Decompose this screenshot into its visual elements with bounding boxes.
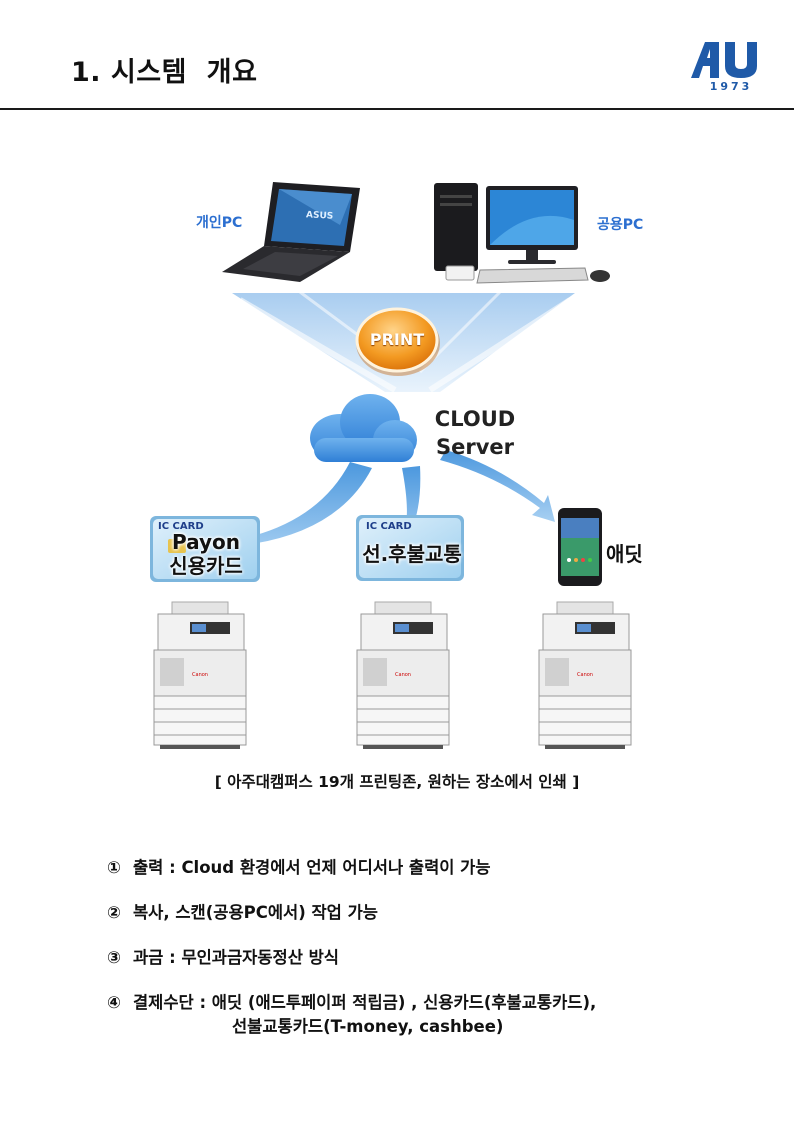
app-label: 애딧 — [606, 542, 643, 566]
printer-brand: Canon — [577, 672, 593, 678]
card1-tag: IC CARD — [158, 521, 204, 532]
list-item: ③ 과금 : 무인과금자동정산 방식 — [107, 946, 757, 991]
laptop-brand: ASUS — [305, 210, 334, 222]
cloud-line1: CLOUD — [434, 407, 516, 431]
arrow-left — [225, 462, 372, 556]
card1-line2: 신용카드 — [169, 554, 243, 578]
item-number: ③ — [107, 948, 121, 967]
printer-icon: Canon — [153, 601, 247, 749]
item-number: ④ — [107, 993, 121, 1012]
smartphone-icon — [558, 508, 602, 586]
card1-label: Payon 신용카드 — [150, 530, 262, 578]
feature-list: ① 출력 : Cloud 환경에서 언제 어디서나 출력이 가능 ② 복사, 스캔(… — [107, 856, 757, 1036]
public-pc-label: 공용PC — [597, 217, 644, 233]
cloud-server-label: CLOUD Server — [420, 405, 530, 461]
arrow-right — [440, 450, 555, 522]
header-divider — [0, 108, 794, 110]
card2-label: 선.후불교통 — [362, 542, 462, 566]
cloud-line2: Server — [435, 435, 514, 459]
item-number: ② — [107, 903, 121, 922]
item-text-continued: 선불교통카드(T-money, cashbee) — [232, 1017, 504, 1036]
item-text: 복사, 스캔(공용PC에서) 작업 가능 — [133, 903, 378, 922]
page-title: 1. 시스템 개요 — [71, 57, 258, 88]
card1-line1: Payon — [171, 530, 241, 554]
print-badge-icon — [355, 307, 440, 376]
item-number: ① — [107, 858, 121, 877]
laptop-icon — [222, 182, 360, 282]
item-text: 과금 : 무인과금자동정산 방식 — [133, 948, 339, 967]
ic-card-transit — [356, 515, 464, 581]
printer-brand: Canon — [395, 672, 411, 678]
card2-tag: IC CARD — [366, 521, 412, 532]
cloud-icon — [310, 394, 417, 462]
au-logo — [691, 42, 757, 78]
print-badge-label: PRINT — [369, 330, 425, 349]
system-diagram — [150, 182, 610, 586]
personal-pc-label: 개인PC — [196, 215, 243, 231]
printer-icon: Canon — [356, 601, 450, 749]
printer-brand: Canon — [192, 672, 208, 678]
logo-year: 1973 — [709, 80, 753, 93]
item-text: 결제수단 : 애딧 (애드투페이퍼 적립금) , 신용카드(후불교통카드), — [133, 993, 597, 1012]
ic-card-payon — [150, 516, 260, 582]
printer-icon: Canon — [538, 601, 632, 749]
desktop-pc-icon — [434, 183, 610, 284]
list-item: ① 출력 : Cloud 환경에서 언제 어디서나 출력이 가능 — [107, 856, 757, 901]
list-item: ② 복사, 스캔(공용PC에서) 작업 가능 — [107, 901, 757, 946]
item-text: 출력 : Cloud 환경에서 언제 어디서나 출력이 가능 — [133, 858, 491, 877]
caption: [ 아주대캠퍼스 19개 프린팅존, 원하는 장소에서 인쇄 ] — [214, 773, 580, 791]
